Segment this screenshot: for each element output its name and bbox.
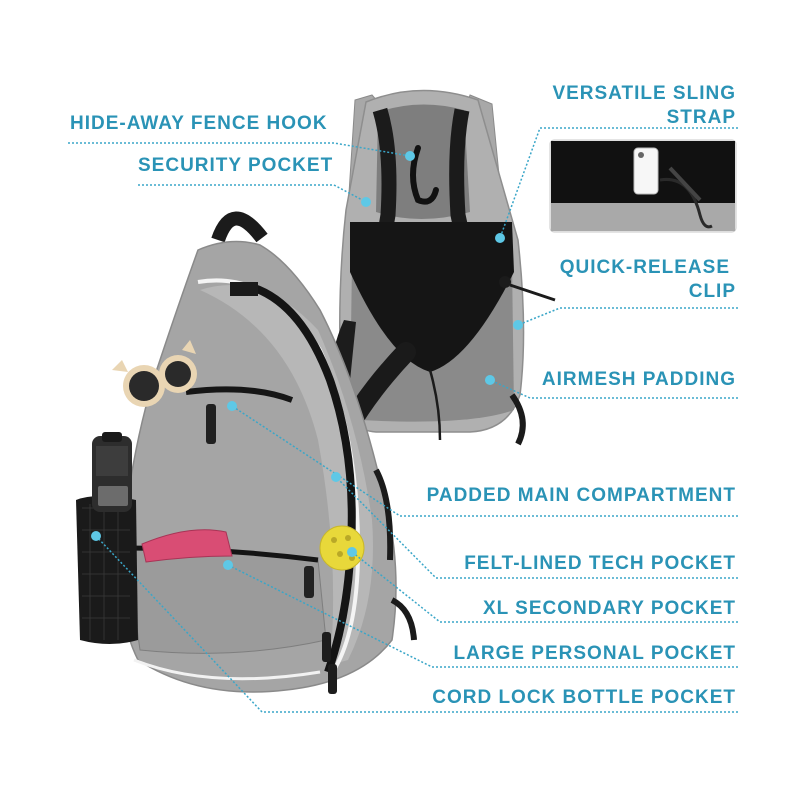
callout-sling-strap-line2: STRAP	[666, 107, 736, 128]
tech-pocket-zipper	[185, 386, 294, 403]
callout-main-compartment: PADDED MAIN COMPARTMENT	[426, 485, 736, 506]
phone-in-pocket	[633, 147, 659, 195]
callout-quick-release-line1: QUICK-RELEASE	[559, 257, 730, 278]
pickleball	[319, 525, 365, 571]
back-mesh-upper	[376, 104, 470, 219]
sunglasses	[112, 340, 197, 407]
callout-fence-hook: HIDE-AWAY FENCE HOOK	[70, 113, 328, 134]
front-top-handle	[211, 211, 268, 243]
callout-tech-pocket: FELT-LINED TECH POCKET	[464, 553, 736, 574]
back-view-bag	[339, 89, 556, 446]
callout-sling-strap-line1: VERSATILE SLING	[552, 83, 736, 104]
callout-dots	[91, 151, 523, 570]
front-view-sling-bag	[119, 211, 417, 694]
wallet-in-pocket	[141, 529, 233, 563]
callout-security-pocket: SECURITY POCKET	[138, 155, 334, 176]
water-bottle	[92, 432, 132, 512]
strap-detail-inset	[549, 139, 737, 233]
bottle-mesh-pocket	[76, 496, 138, 644]
callout-secondary-pocket: XL SECONDARY POCKET	[482, 598, 736, 619]
callout-bottle-pocket: CORD LOCK BOTTLE POCKET	[432, 687, 736, 708]
leader-lines	[68, 127, 738, 713]
main-compartment-zipper	[246, 282, 356, 674]
callout-quick-release-line2: CLIP	[688, 281, 736, 302]
back-center-panel	[350, 222, 514, 372]
fence-hook	[410, 145, 439, 205]
callout-personal-pocket: LARGE PERSONAL POCKET	[453, 643, 736, 664]
callout-airmesh: AIRMESH PADDING	[541, 369, 736, 390]
